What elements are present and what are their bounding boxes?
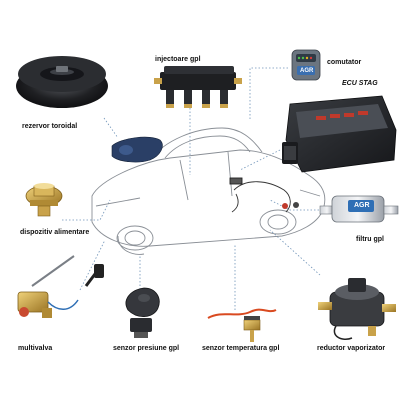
label-rezervor-toroidal: rezervor toroidal: [22, 123, 78, 130]
connector-comutator: [249, 67, 288, 120]
connector-multivalva: [79, 239, 106, 291]
label-senzor-temperatura-gpl: senzor temperatura gpl: [202, 345, 280, 352]
comutator-brand-mark: AGR: [300, 68, 314, 74]
label-filtru-gpl: filtru gpl: [356, 236, 384, 243]
car-outline: [91, 127, 326, 255]
label-comutator: comutator: [327, 59, 362, 66]
wiring-harness-icon: [229, 177, 299, 213]
comutator-icon: [291, 49, 321, 81]
rezervor-toroidal-icon: [16, 56, 108, 108]
senzor-presiune-icon: [125, 287, 160, 338]
label-injectoare-gpl: injectoare gpl: [155, 56, 201, 63]
label-ecu-stag: ECU STAG: [342, 80, 378, 87]
car-tank-icon: [111, 136, 163, 163]
ecu-stag-icon: [282, 95, 397, 173]
filtru-gpl-icon: [319, 195, 399, 223]
senzor-temperatura-icon: [207, 308, 277, 342]
dispozitiv-alimentare-icon: [25, 183, 63, 217]
connector-rezervor: [103, 117, 119, 139]
filtru-brand-mark: AGR: [354, 202, 370, 209]
connector-reductor: [269, 229, 321, 276]
connector-filtru: [269, 199, 340, 211]
label-dispozitiv-alimentare: dispozitiv alimentare: [20, 229, 90, 236]
label-multivalva: multivalva: [18, 345, 53, 352]
reductor-vaporizator-icon: [318, 278, 396, 340]
multivalva-icon: [17, 255, 104, 318]
connector-dispozitiv: [62, 199, 111, 221]
injectoare-icon: [154, 66, 242, 108]
label-reductor-vaporizator: reductor vaporizator: [317, 345, 386, 352]
connector-ecu: [239, 149, 281, 171]
label-senzor-presiune-gpl: senzor presiune gpl: [113, 345, 180, 352]
